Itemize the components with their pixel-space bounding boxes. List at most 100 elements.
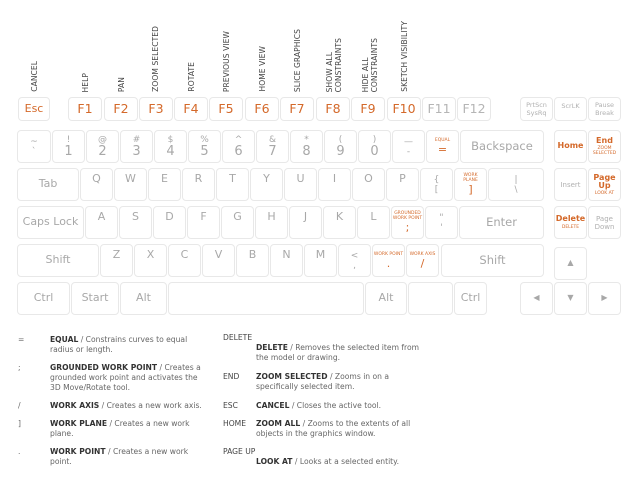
key-i[interactable]: I <box>318 168 351 201</box>
key-f11[interactable]: F11 <box>422 97 456 121</box>
key-arrow-left[interactable]: ◀ <box>520 282 553 315</box>
key-backslash[interactable]: |\ <box>488 168 544 201</box>
end-label: End <box>596 135 613 145</box>
key-tilde[interactable]: ~` <box>17 130 51 163</box>
key-space[interactable] <box>168 282 364 315</box>
legend-key: PAGE UP <box>223 447 256 456</box>
key-s[interactable]: S <box>119 206 152 239</box>
legend-key: END <box>223 372 240 381</box>
minus-top: — <box>404 136 413 147</box>
key-j[interactable]: J <box>289 206 322 239</box>
arrow-down-icon: ▼ <box>567 293 574 303</box>
key-pause[interactable]: Pause Break <box>588 97 621 121</box>
key-v[interactable]: V <box>202 244 235 277</box>
key-start[interactable]: Start <box>71 282 119 315</box>
key-arrow-up[interactable]: ▲ <box>554 247 587 280</box>
key-period[interactable]: WORK POINT. <box>372 244 405 277</box>
key-comma[interactable]: <, <box>338 244 371 277</box>
key-left-shift[interactable]: Shift <box>17 244 99 277</box>
key-f7[interactable]: F7 <box>280 97 314 121</box>
key-rbracket[interactable]: WORK PLANE] <box>454 168 487 201</box>
key-t[interactable]: T <box>216 168 249 201</box>
key-backspace[interactable]: Backspace <box>460 130 544 163</box>
key-1-top: ! <box>66 134 71 145</box>
key-page-down[interactable]: Page Down <box>588 206 621 239</box>
key-scrlk[interactable]: ScrLK <box>554 97 587 121</box>
key-minus[interactable]: —- <box>392 130 425 163</box>
key-left-ctrl[interactable]: Ctrl <box>17 282 70 315</box>
key-esc[interactable]: Esc <box>18 97 50 121</box>
lbracket-bot: [ <box>434 184 439 195</box>
key-f9[interactable]: F9 <box>351 97 385 121</box>
key-insert[interactable]: Insert <box>554 168 587 201</box>
key-f12[interactable]: F12 <box>457 97 491 121</box>
key-l[interactable]: L <box>357 206 390 239</box>
key-f3[interactable]: F3 <box>139 97 173 121</box>
key-menu[interactable] <box>408 282 453 315</box>
key-semicolon[interactable]: GROUNDED WORK POINT; <box>391 206 424 239</box>
key-n[interactable]: N <box>270 244 303 277</box>
key-right-ctrl[interactable]: Ctrl <box>454 282 487 315</box>
key-r[interactable]: R <box>182 168 215 201</box>
key-prtscn[interactable]: PrtScn SysRq <box>520 97 553 121</box>
key-f10[interactable]: F10 <box>387 97 421 121</box>
key-2[interactable]: @2 <box>86 130 119 163</box>
key-arrow-down[interactable]: ▼ <box>554 282 587 315</box>
key-tab[interactable]: Tab <box>17 168 79 201</box>
key-slash[interactable]: WORK AXIS/ <box>406 244 439 277</box>
key-f[interactable]: F <box>187 206 220 239</box>
key-caps-lock[interactable]: Caps Lock <box>17 206 84 239</box>
key-1[interactable]: !1 <box>52 130 85 163</box>
key-f1[interactable]: F1 <box>68 97 102 121</box>
key-w[interactable]: W <box>114 168 147 201</box>
key-x[interactable]: X <box>134 244 167 277</box>
key-y[interactable]: Y <box>250 168 283 201</box>
key-u[interactable]: U <box>284 168 317 201</box>
key-equal[interactable]: EQUAL= <box>426 130 459 163</box>
key-6[interactable]: ^6 <box>222 130 255 163</box>
key-f2[interactable]: F2 <box>104 97 138 121</box>
key-quote[interactable]: "' <box>425 206 458 239</box>
label-zoom-selected: ZOOM SELECTED <box>151 26 160 92</box>
key-b[interactable]: B <box>236 244 269 277</box>
key-left-alt[interactable]: Alt <box>120 282 167 315</box>
prtscn-label: PrtScn <box>526 101 547 109</box>
legend-grounded-work-point: ; GROUNDED WORK POINT / Creates a ground… <box>18 363 208 393</box>
key-lbracket[interactable]: {[ <box>420 168 453 201</box>
key-right-shift[interactable]: Shift <box>441 244 544 277</box>
sysrq-label: SysRq <box>526 109 547 117</box>
key-c[interactable]: C <box>168 244 201 277</box>
key-9[interactable]: (9 <box>324 130 357 163</box>
key-f5[interactable]: F5 <box>209 97 243 121</box>
key-3[interactable]: #3 <box>120 130 153 163</box>
key-home[interactable]: Home <box>554 130 587 163</box>
slash-symbol: / <box>420 256 425 270</box>
key-8[interactable]: *8 <box>290 130 323 163</box>
key-q[interactable]: Q <box>80 168 113 201</box>
key-f6[interactable]: F6 <box>245 97 279 121</box>
key-e[interactable]: E <box>148 168 181 201</box>
key-p[interactable]: P <box>386 168 419 201</box>
key-d[interactable]: D <box>153 206 186 239</box>
key-7[interactable]: &7 <box>256 130 289 163</box>
key-enter[interactable]: Enter <box>459 206 544 239</box>
key-a[interactable]: A <box>85 206 118 239</box>
key-k[interactable]: K <box>323 206 356 239</box>
key-0[interactable]: )0 <box>358 130 391 163</box>
key-f8[interactable]: F8 <box>316 97 350 121</box>
key-m[interactable]: M <box>304 244 337 277</box>
key-right-alt[interactable]: Alt <box>365 282 407 315</box>
key-h[interactable]: H <box>255 206 288 239</box>
key-f4[interactable]: F4 <box>174 97 208 121</box>
key-g[interactable]: G <box>221 206 254 239</box>
key-5[interactable]: %5 <box>188 130 221 163</box>
key-z[interactable]: Z <box>100 244 133 277</box>
key-o[interactable]: O <box>352 168 385 201</box>
key-arrow-right[interactable]: ▶ <box>588 282 621 315</box>
key-4[interactable]: $4 <box>154 130 187 163</box>
scrlk-label: ScrLK <box>561 102 580 110</box>
key-4-bot: 4 <box>166 143 175 159</box>
